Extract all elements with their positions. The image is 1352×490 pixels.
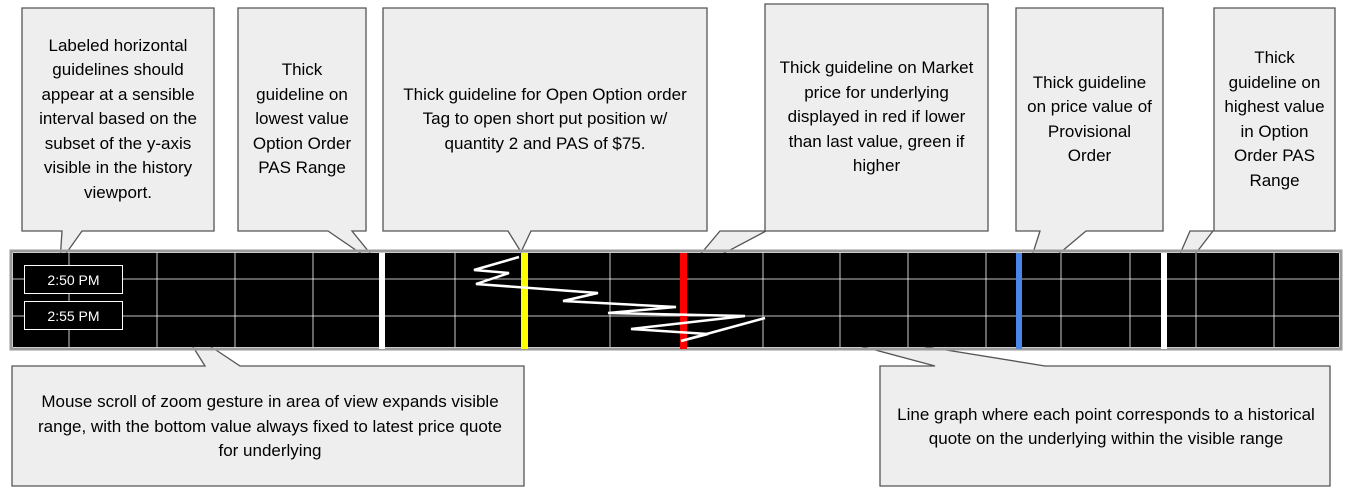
callout-provisional-text: Thick guideline on price value of Provis… <box>1027 72 1152 166</box>
callout-zoom-text: Mouse scroll of zoom gesture in area of … <box>38 392 502 461</box>
callout-line-graph-bubble <box>766 320 1331 487</box>
time-label-2-55: 2:55 PM <box>24 301 123 330</box>
chart-grid <box>13 253 1339 347</box>
callout-zoom-bubble <box>11 325 525 487</box>
callout-open-option-text: Thick guideline for Open Option order Ta… <box>403 84 687 153</box>
chart-frame <box>9 249 1343 351</box>
guideline-highest <box>1161 253 1167 349</box>
guideline-lowest <box>379 253 385 349</box>
guideline-provisional <box>1016 253 1022 349</box>
price-line-graph <box>473 255 766 343</box>
callout-y-axis-text: Labeled horizontal guidelines should app… <box>39 35 197 202</box>
callout-line-graph-text: Line graph where each point corresponds … <box>897 404 1315 449</box>
callout-lowest-text: Thick guideline on lowest value Option O… <box>252 60 352 178</box>
callout-y-axis-bubble <box>21 7 215 265</box>
callout-highest-text: Thick guideline on highest value in Opti… <box>1224 48 1325 190</box>
callout-open-option-bubble <box>382 7 708 254</box>
callout-market-text: Thick guideline on Market price for unde… <box>779 58 974 176</box>
guideline-market-price <box>680 253 687 349</box>
time-label-2-50: 2:50 PM <box>24 265 123 294</box>
guideline-open-option <box>521 253 528 349</box>
